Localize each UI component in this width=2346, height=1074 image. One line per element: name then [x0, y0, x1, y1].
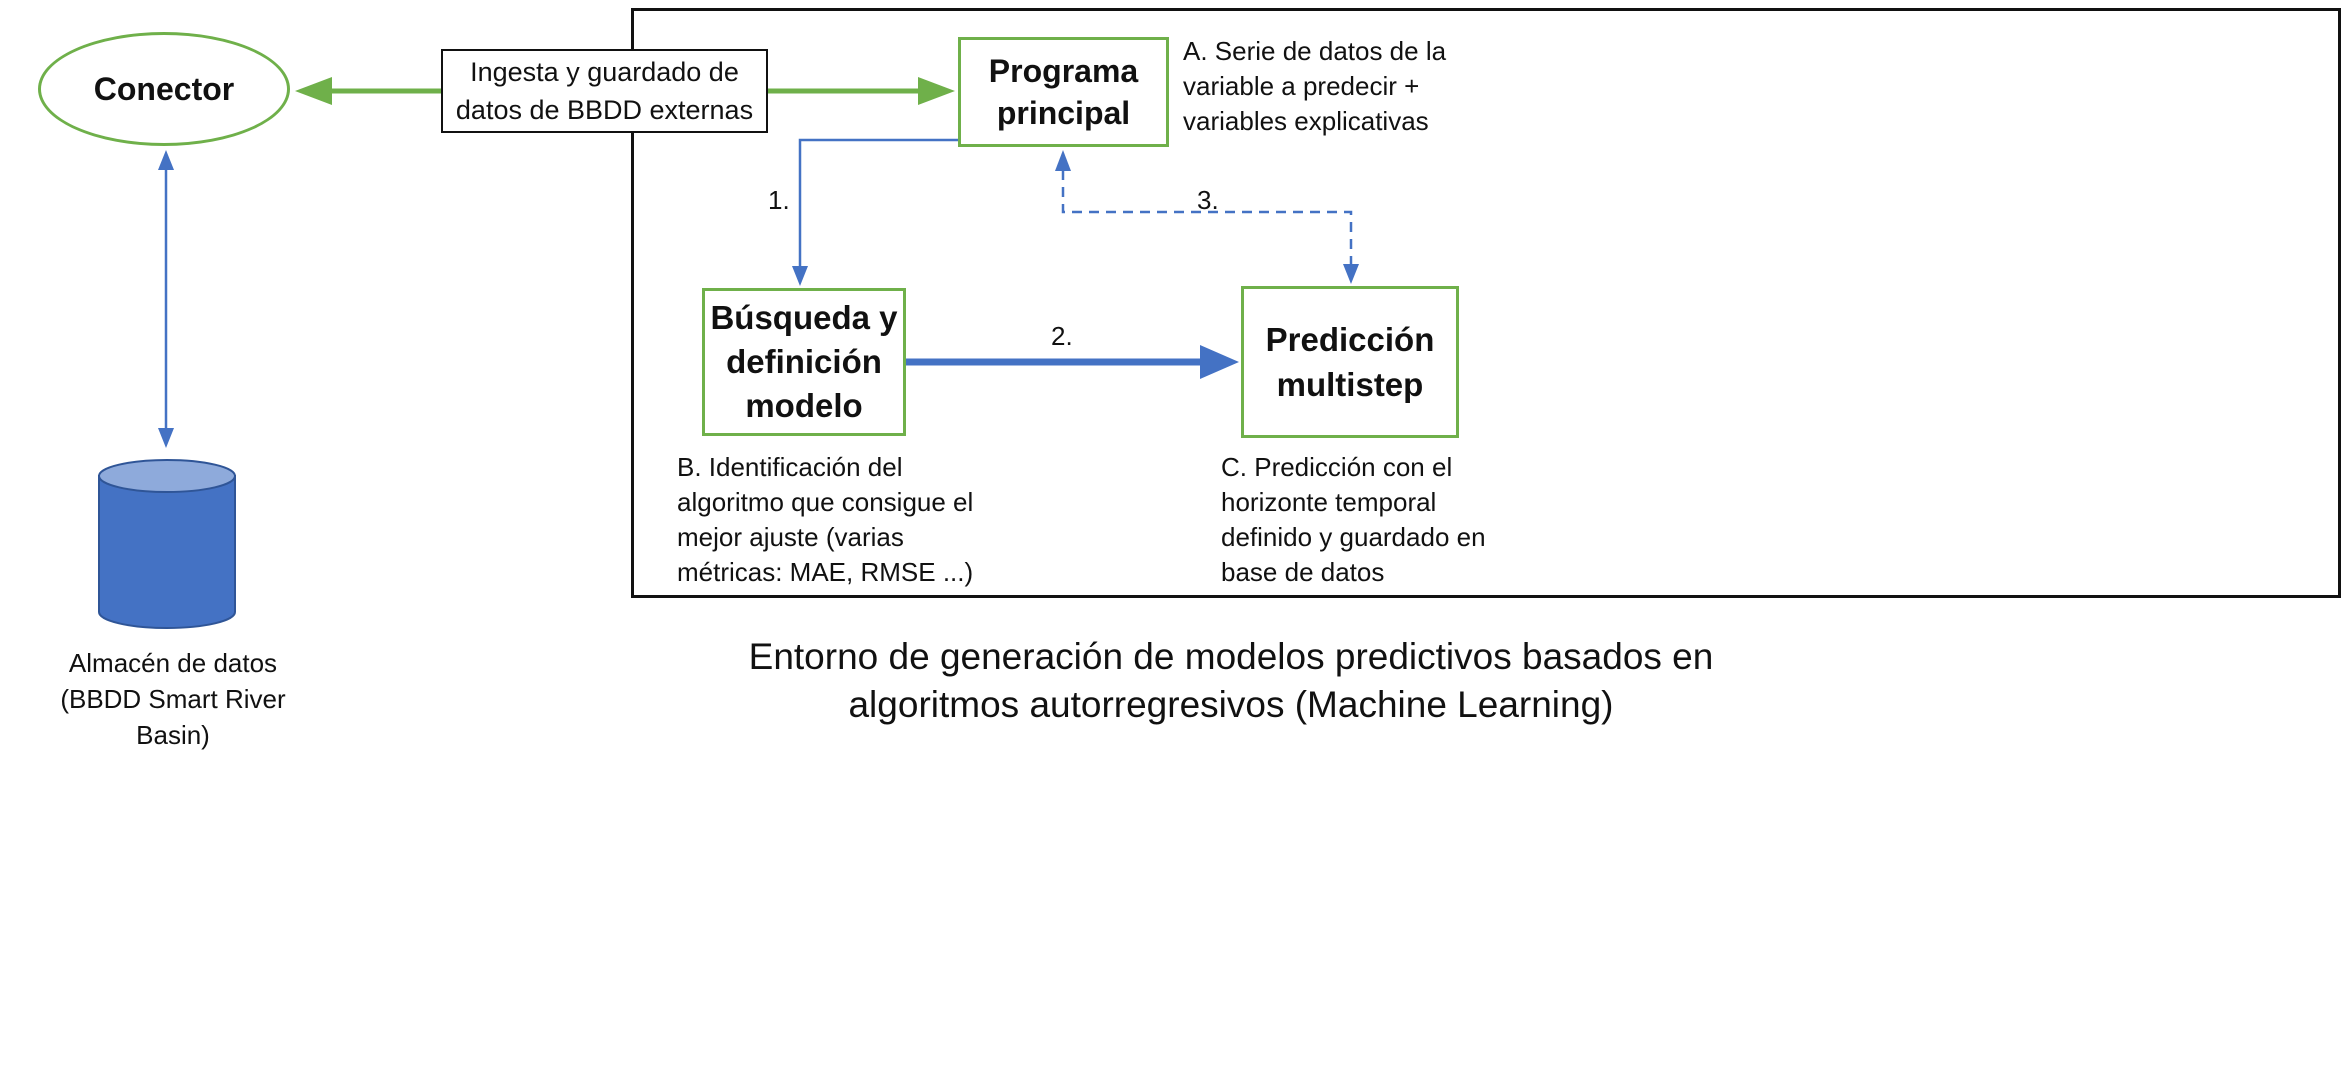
environment-title: Entorno de generación de modelos predict…	[748, 636, 1714, 725]
step-1-label: 1.	[768, 185, 790, 215]
ingesta-box: Ingesta y guardado de datos de BBDD exte…	[441, 49, 768, 133]
conector-node: Conector	[38, 32, 290, 146]
note-c: C. Predicción con el horizonte temporal …	[1221, 452, 1486, 587]
programa-principal-box: Programa principal	[958, 37, 1169, 147]
note-a: A. Serie de datos de la variable a prede…	[1183, 36, 1447, 136]
database-icon	[98, 459, 236, 629]
arrow-ingesta-to-programa	[768, 77, 955, 105]
arrow-step-1	[792, 138, 958, 286]
storage-label: Almacén de datos (BBDD Smart River Basin…	[60, 648, 286, 750]
prediccion-multistep-box: Predicción multistep	[1241, 286, 1459, 438]
environment-frame	[631, 8, 2341, 598]
step-2-label: 2.	[1051, 321, 1073, 351]
step-3-label: 3.	[1197, 185, 1219, 215]
arrow-conector-database	[158, 150, 174, 448]
arrow-ingesta-to-conector	[295, 77, 441, 105]
arrow-step-3	[1055, 150, 1359, 284]
busqueda-modelo-box: Búsqueda y definición modelo	[702, 288, 906, 436]
note-b: B. Identificación del algoritmo que cons…	[677, 452, 974, 587]
arrow-step-2	[906, 345, 1239, 379]
